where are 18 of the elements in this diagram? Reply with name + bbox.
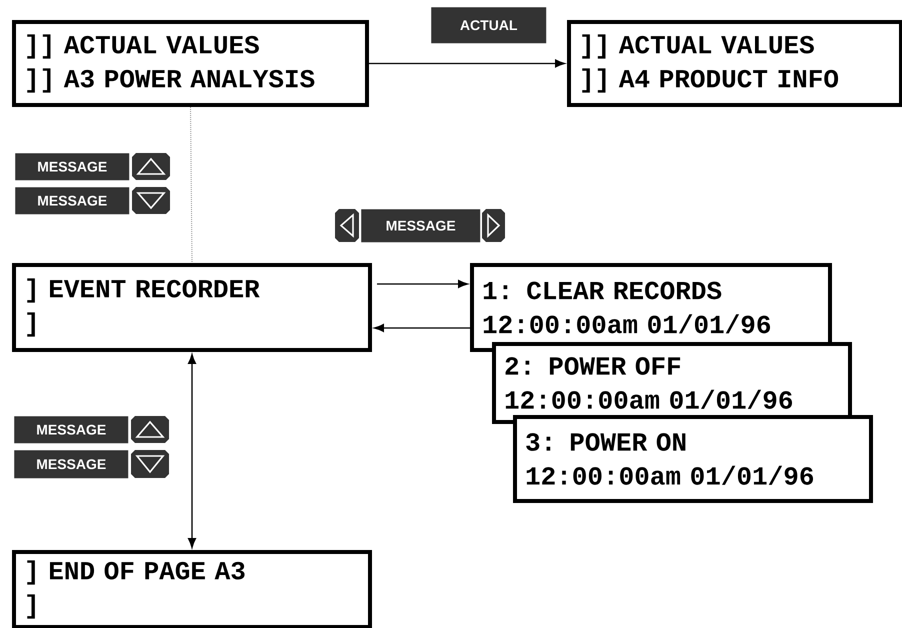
- key-button: MESSAGE: [14, 416, 128, 444]
- arrow: [377, 280, 468, 288]
- display-screen: ]] ACTUAL VALUES ]] A4 PRODUCT INFO: [567, 20, 902, 107]
- arrow: [374, 324, 470, 332]
- display-screen: 3: POWER ON 12:00:00am 01/01/96: [513, 415, 873, 503]
- key-button: MESSAGE: [15, 153, 130, 180]
- key-button: ACTUAL: [431, 7, 546, 44]
- display-screen: ] EVENT RECORDER ]: [12, 263, 372, 352]
- display-screen: 2: POWER OFF 12:00:00am 01/01/96: [492, 342, 852, 424]
- key-button: MESSAGE: [15, 187, 130, 214]
- display-screen: ]] ACTUAL VALUES ]] A3 POWER ANALYSIS: [12, 20, 369, 107]
- key-button: MESSAGE: [361, 209, 480, 242]
- key-button: MESSAGE: [14, 450, 128, 478]
- arrow: [369, 59, 565, 68]
- dotted-line: [190, 106, 192, 264]
- display-screen: 1: CLEAR RECORDS 12:00:00am 01/01/96: [470, 263, 832, 352]
- arrow: [188, 354, 196, 548]
- display-screen: ] END OF PAGE A3 ]: [12, 550, 372, 628]
